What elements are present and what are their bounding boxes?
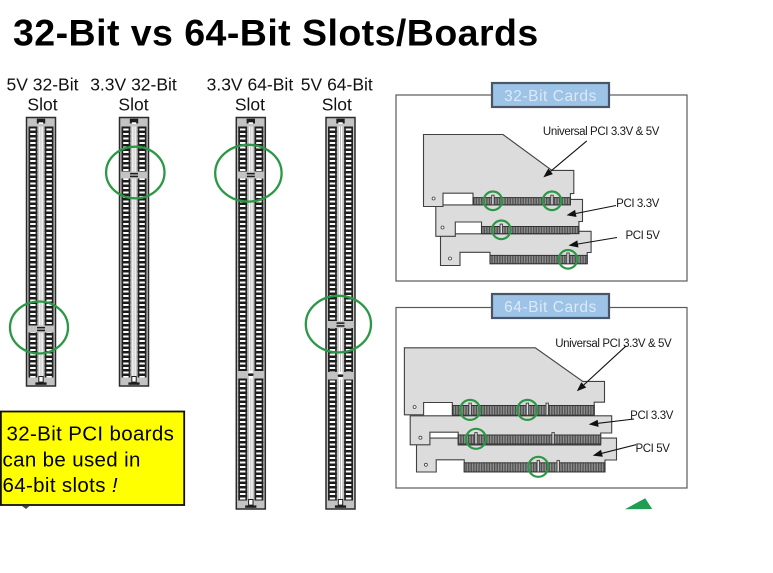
- svg-text:PCI 3.3V: PCI 3.3V: [630, 410, 674, 422]
- svg-text:32-Bit vs 64-Bit Slots/Boards: 32-Bit vs 64-Bit Slots/Boards: [13, 12, 539, 54]
- svg-text:32-Bit PCI boards: 32-Bit PCI boards: [7, 423, 175, 446]
- svg-text:64-Bit Cards: 64-Bit Cards: [504, 299, 597, 316]
- svg-text:PCI 3.3V: PCI 3.3V: [616, 198, 660, 210]
- svg-text:Universal PCI 3.3V & 5V: Universal PCI 3.3V & 5V: [555, 338, 672, 350]
- svg-text:Slot: Slot: [235, 94, 265, 114]
- svg-text:Slot: Slot: [322, 94, 352, 114]
- svg-text:3.3V 32-Bit: 3.3V 32-Bit: [90, 75, 177, 95]
- svg-text:64-bit slots !: 64-bit slots !: [3, 474, 118, 497]
- svg-text:Universal PCI 3.3V & 5V: Universal PCI 3.3V & 5V: [543, 126, 660, 138]
- svg-text:5V 64-Bit: 5V 64-Bit: [301, 75, 373, 95]
- svg-text:3.3V 64-Bit: 3.3V 64-Bit: [207, 75, 294, 95]
- svg-text:PCI 5V: PCI 5V: [625, 230, 660, 242]
- svg-text:5V 32-Bit: 5V 32-Bit: [7, 75, 79, 95]
- svg-text:Slot: Slot: [27, 94, 57, 114]
- svg-text:can be used in: can be used in: [3, 448, 141, 471]
- svg-text:Slot: Slot: [118, 94, 148, 114]
- svg-text:32-Bit Cards: 32-Bit Cards: [504, 88, 597, 105]
- svg-text:PCI 5V: PCI 5V: [635, 443, 670, 455]
